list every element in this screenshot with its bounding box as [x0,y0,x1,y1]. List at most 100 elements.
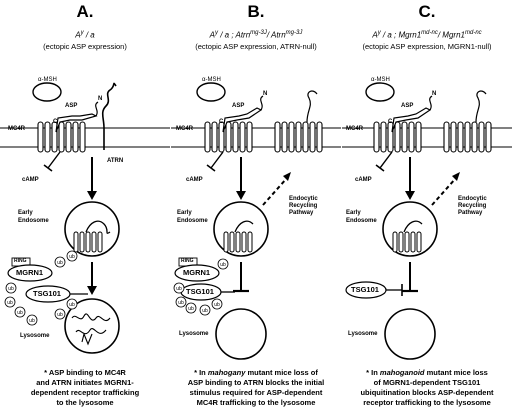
label-recycling: Endocytic Recycling Pathway [458,196,487,216]
label-endosome: Endosome [18,218,49,224]
asp-protein [55,113,98,133]
label-c: C [219,119,224,125]
early-endosome [64,201,120,257]
mgrn1-shape [7,264,53,282]
internalized-receptor [392,231,422,253]
label-tsg101: TSG101 [351,285,379,294]
label-lysosome: Lysosome [179,331,209,337]
lysosome [384,308,436,360]
alpha-msh-shape [196,82,226,102]
panel-c: C. Ay / a ; Mgrn1md-nc/ Mgrn1md-nc (ecto… [342,0,512,415]
asp-tail [429,95,433,111]
panel-a: A. Ay / a (ectopic ASP expression) [0,0,170,415]
camp-inhibition [47,151,61,169]
label-early: Early [18,210,33,216]
ub-label: ub [29,318,35,324]
ub-label: ub [8,286,14,292]
ub-label: ub [214,302,220,308]
asp-tail [260,95,264,111]
ub-label: ub [176,286,182,292]
label-lysosome: Lysosome [20,333,50,339]
panel-letter: A. [76,2,94,21]
caption: * In mahogany mutant mice loss of ASP bi… [187,368,325,407]
label-tsg101: TSG101 [186,287,214,296]
early-endosome [213,201,269,257]
label-tsg101: TSG101 [33,289,61,298]
label-asp: ASP [232,103,245,109]
ub-label: ub [69,254,75,260]
ub-label: ub [57,260,63,266]
label-atrn: ATRN [107,158,124,164]
label-endosome: Endosome [177,218,208,224]
panel-letter: B. [247,2,265,21]
mgrn1-shape [174,264,220,282]
alpha-msh-shape [365,82,395,102]
ubiquitin-group [4,250,78,326]
recycling-receptor [274,121,323,153]
label-early: Early [346,210,361,216]
genotype: Ay / a ; Mgrn1md-nc/ Mgrn1md-nc [372,30,482,40]
mc4r-receptor [204,121,253,153]
ub-label: ub [7,300,13,306]
recycling-arrow [431,177,457,206]
recycling-arrow [262,177,288,206]
recycling-receptor [443,121,492,153]
label-c: C [53,119,58,125]
genotype: Ay / a ; Atrnmg-3J/ Atrnmg-3J [209,30,303,40]
ub-label: ub [188,306,194,312]
subtitle: (ectopic ASP expression, MGRN1-null) [362,42,492,51]
label-mc4r: MC4R [8,126,26,132]
ub-label: ub [202,308,208,314]
label-msh: α-MSH [371,77,390,83]
label-asp: ASP [401,103,414,109]
label-mgrn1: MGRN1 [16,268,44,277]
ub-label: ub [17,310,23,316]
caption: * In mahoganoid mutant mice loss of MGRN… [360,368,494,407]
label-msh: α-MSH [38,77,57,83]
lysosome [215,308,267,360]
asp-protein [222,107,263,133]
label-mgrn1: MGRN1 [183,268,211,277]
genotype: Ay / a [75,30,95,40]
panel-letter: C. [418,2,436,21]
label-ring: RING [14,258,27,264]
degraded-receptor [71,313,111,346]
asp-tail [95,101,99,117]
ub-label: ub [69,302,75,308]
mc4r-receptor [37,121,86,153]
label-camp: cAMP [355,177,372,183]
label-n: N [432,91,437,97]
atrn-protein [101,82,117,150]
camp-inhibition [379,151,393,169]
camp-inhibition [210,151,224,169]
subtitle: (ectopic ASP expression, ATRN-null) [195,42,317,51]
label-n: N [98,96,103,102]
label-mc4r: MC4R [346,126,364,132]
ub-label: ub [220,262,226,268]
label-asp: ASP [65,103,78,109]
label-early: Early [177,210,192,216]
subtitle: (ectopic ASP expression) [43,42,127,51]
label-ring: RING [181,258,194,264]
internalized-receptor [73,231,103,253]
label-endosome: Endosome [346,218,377,224]
label-n: N [263,91,268,97]
internalized-receptor [223,231,253,253]
ub-label: ub [57,312,63,318]
label-camp: cAMP [22,177,39,183]
label-lysosome: Lysosome [348,331,378,337]
label-recycling: Endocytic Recycling Pathway [289,196,318,216]
early-endosome [382,201,438,257]
caption: * ASP binding to MC4R and ATRN initiates… [30,368,140,407]
alpha-msh-shape [32,82,62,102]
panel-b: B. Ay / a ; Atrnmg-3J/ Atrnmg-3J (ectopi… [171,0,341,415]
asp-protein [391,107,432,133]
label-msh: α-MSH [202,77,221,83]
label-mc4r: MC4R [176,126,194,132]
ub-label: ub [178,300,184,306]
lysosome [64,298,120,354]
mc4r-receptor [373,121,422,153]
label-camp: cAMP [186,177,203,183]
